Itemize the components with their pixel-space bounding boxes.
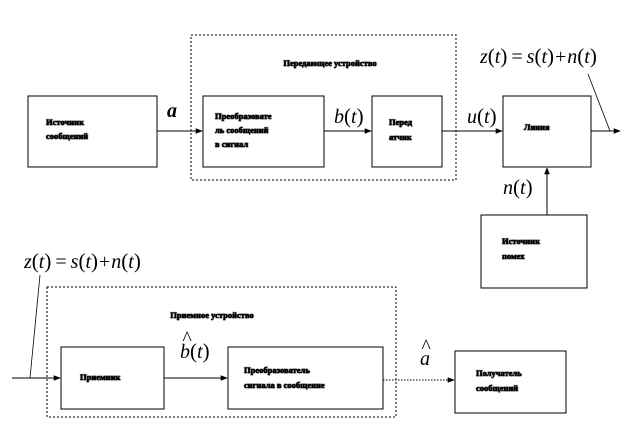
tx-label-1: Перед	[389, 117, 413, 127]
svg-text:z(t)=s(t)+n(t): z(t)=s(t)+n(t)	[479, 44, 597, 68]
svg-text:u(t): u(t)	[467, 104, 497, 128]
signal-u-t: u(t)	[467, 104, 497, 128]
signal-b-hat-t: b(t) ^	[180, 328, 210, 363]
sink-label-1: Получатель	[476, 368, 522, 378]
svg-text:b(t): b(t)	[334, 104, 364, 128]
rx-converter-label-1: Преобразователь	[244, 365, 310, 375]
receiver-title: Приемное устройство	[170, 310, 254, 320]
converter-label-2: ль сообщений	[215, 125, 269, 135]
receiver-group	[46, 286, 397, 418]
sink-block	[454, 350, 567, 414]
svg-text:z(t)=s(t)+n(t): z(t)=s(t)+n(t)	[23, 249, 141, 273]
z-top-pointer	[587, 73, 611, 132]
transmitter-group	[190, 34, 457, 181]
rx-converter-label-2: сигнала в сообщение	[244, 380, 325, 390]
transmitter-title: Передающее устройство	[283, 58, 376, 68]
noise-label-1: Источник	[502, 236, 540, 246]
signal-n-t: n(t)	[503, 175, 533, 199]
equation-z-left: z(t)=s(t)+n(t)	[23, 249, 141, 273]
source-label-2: сообщений	[46, 131, 88, 141]
noise-label-2: помех	[502, 251, 525, 261]
converter-label-1: Преобразовате	[215, 111, 272, 121]
z-left-pointer	[29, 274, 41, 379]
svg-text:n(t): n(t)	[503, 175, 533, 199]
svg-text:b(t): b(t)	[180, 339, 210, 363]
equation-z-top: z(t)=s(t)+n(t)	[479, 44, 597, 68]
b-hat-accent: ^	[182, 328, 192, 350]
tx-label-2: атчик	[389, 132, 412, 142]
signal-a-hat: a ^	[420, 336, 431, 370]
line-label: Линия	[524, 122, 550, 132]
sink-label-2: сообщений	[476, 383, 518, 393]
source-label-1: Источник	[46, 117, 84, 127]
rx-converter-block	[227, 346, 384, 410]
converter-block	[202, 95, 325, 168]
rx-label: Приемник	[80, 372, 121, 382]
signal-b-t: b(t)	[334, 104, 364, 128]
rx-block	[60, 346, 165, 410]
noise-block	[480, 214, 588, 289]
signal-a: a	[167, 100, 177, 122]
converter-label-3: в сигнал	[215, 139, 248, 149]
a-hat-accent: ^	[421, 336, 431, 358]
svg-text:a: a	[420, 348, 430, 370]
